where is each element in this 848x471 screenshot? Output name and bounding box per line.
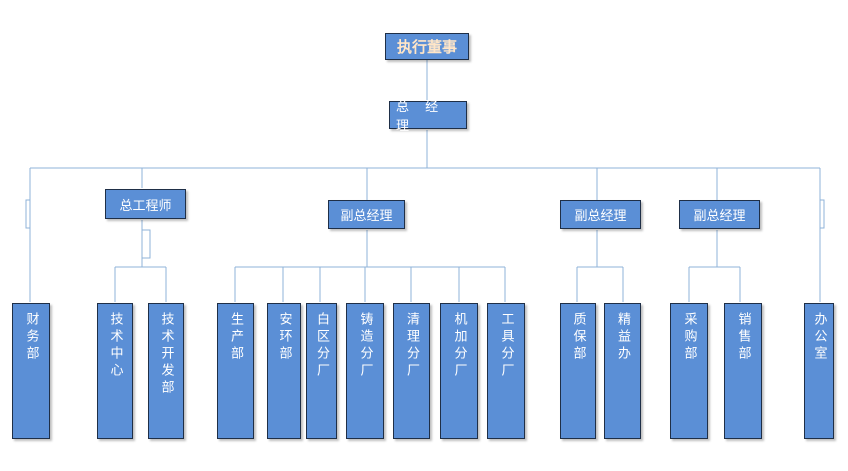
dept-lean-office: 精益办 <box>604 303 641 439</box>
dept-lean-office-label: 精益办 <box>615 312 630 363</box>
chief-engineer-box: 总工程师 <box>105 189 186 219</box>
dept-production: 生产部 <box>217 303 254 439</box>
ceo-box: 执行董事 <box>385 33 469 60</box>
vice-general-manager-2-label: 副总经理 <box>574 209 627 224</box>
dept-finance: 财务部 <box>12 303 50 439</box>
vice-general-manager-3-box: 副总经理 <box>679 200 760 229</box>
dept-safety-environment: 安环部 <box>267 303 301 439</box>
dept-machining-branch: 机加分厂 <box>440 303 478 439</box>
dept-casting-branch-label: 铸造分厂 <box>357 312 373 380</box>
ceo-label: 执行董事 <box>396 38 457 56</box>
dept-tooling-branch-label: 工具分厂 <box>498 312 514 380</box>
dept-office: 办公室 <box>804 303 834 439</box>
dept-sales: 销售部 <box>724 303 762 439</box>
dept-baiqu-branch: 白区分厂 <box>306 303 337 439</box>
vice-general-manager-3-label: 副总经理 <box>693 209 746 224</box>
dept-tech-development-label: 技术开发部 <box>158 312 174 397</box>
general-manager-label: 总 经 理 <box>396 100 445 134</box>
chief-engineer-label: 总工程师 <box>119 198 172 214</box>
dept-baiqu-branch-label: 白区分厂 <box>314 312 329 380</box>
dept-sales-label: 销售部 <box>735 312 751 363</box>
dept-cleaning-branch-label: 清理分厂 <box>404 312 419 380</box>
dept-quality-label: 质保部 <box>570 312 586 363</box>
dept-casting-branch: 铸造分厂 <box>346 303 384 439</box>
dept-cleaning-branch: 清理分厂 <box>393 303 430 439</box>
dept-finance-label: 财务部 <box>23 312 39 363</box>
dept-production-label: 生产部 <box>228 312 243 363</box>
dept-quality: 质保部 <box>560 303 596 439</box>
vice-general-manager-1-label: 副总经理 <box>340 209 393 224</box>
dept-safety-environment-label: 安环部 <box>276 312 292 363</box>
dept-purchasing-label: 采购部 <box>681 312 697 363</box>
general-manager-box: 总 经 理 <box>389 100 467 134</box>
dept-purchasing: 采购部 <box>670 303 708 439</box>
dept-tech-development: 技术开发部 <box>148 303 184 439</box>
vice-general-manager-1-box: 副总经理 <box>328 200 405 229</box>
dept-tech-center: 技术中心 <box>97 303 133 439</box>
dept-tech-center-label: 技术中心 <box>107 312 123 380</box>
vice-general-manager-2-box: 副总经理 <box>560 200 641 229</box>
dept-tooling-branch: 工具分厂 <box>487 303 525 439</box>
dept-office-label: 办公室 <box>811 312 827 363</box>
dept-machining-branch-label: 机加分厂 <box>451 312 467 380</box>
